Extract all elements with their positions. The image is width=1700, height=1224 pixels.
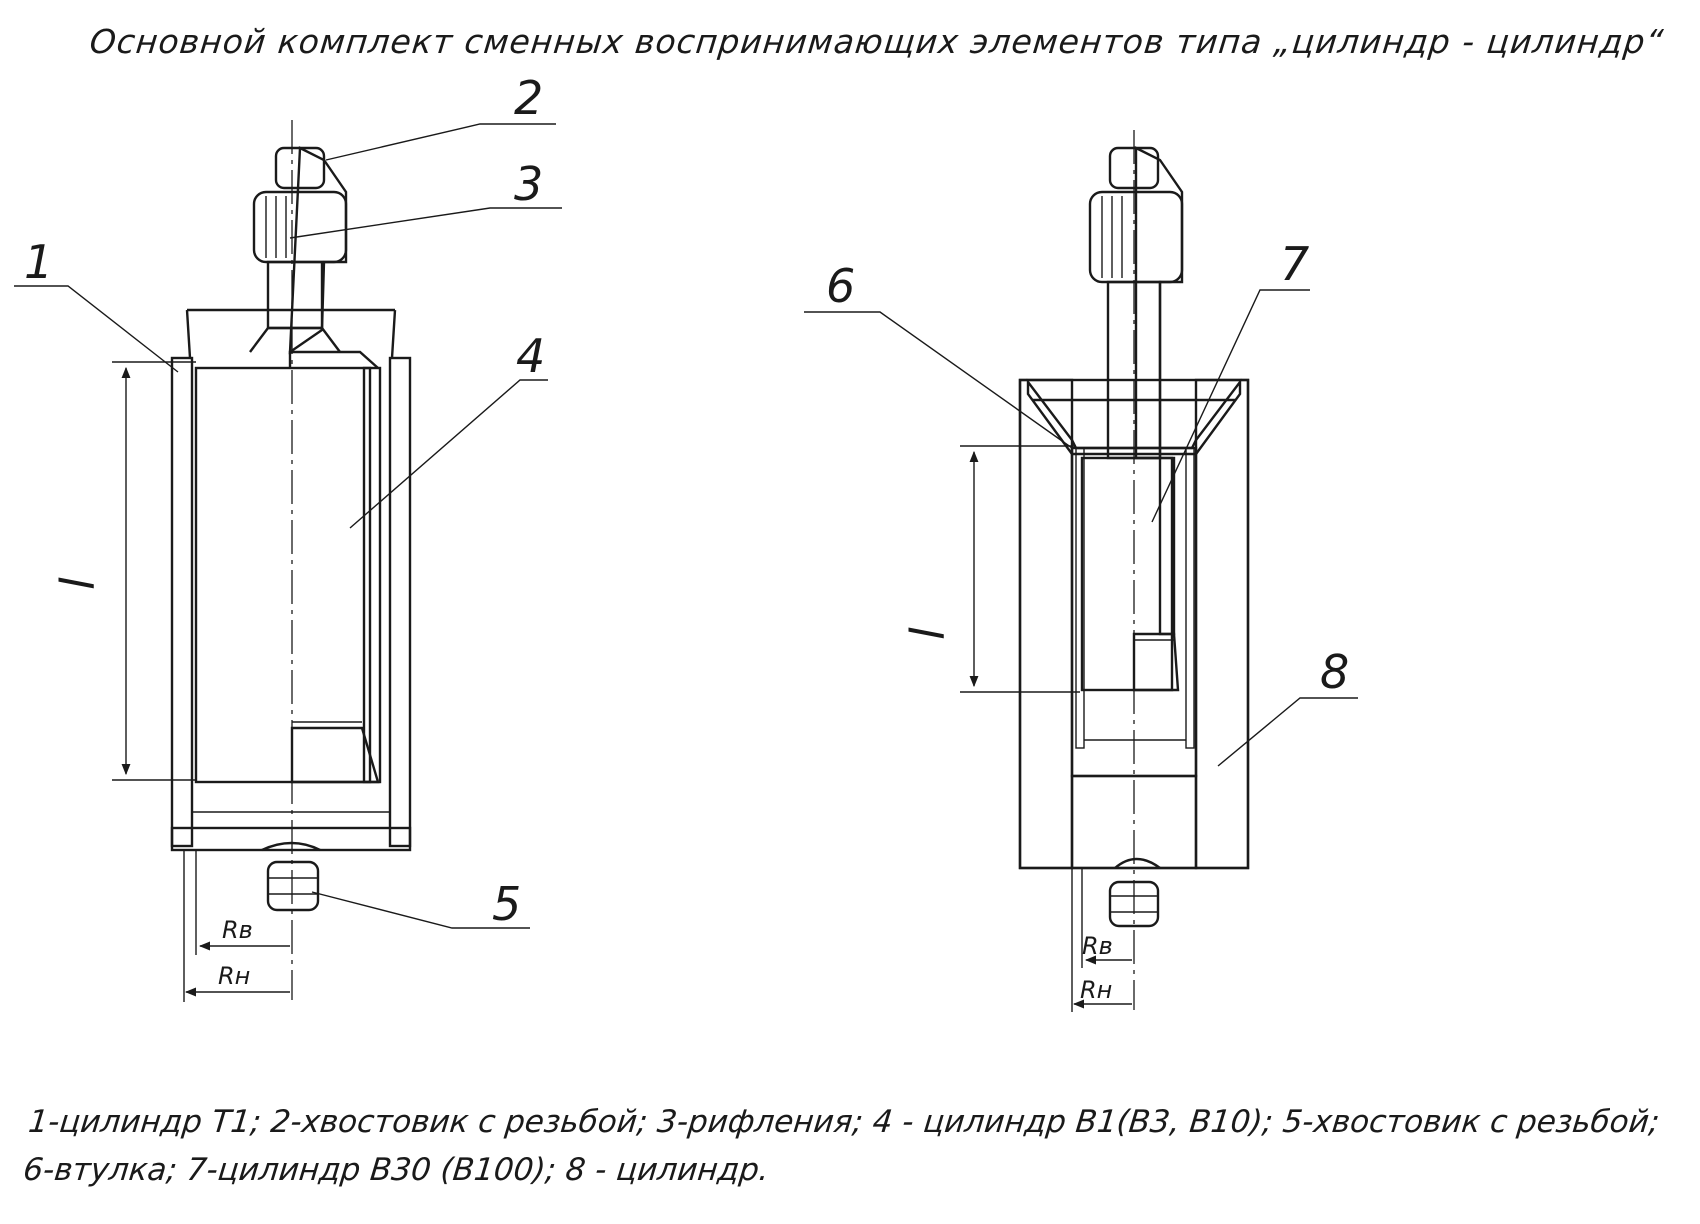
- right-assembly: [960, 130, 1250, 1012]
- dim-rv-left: Rв: [222, 916, 253, 944]
- callout-8: 8: [1320, 645, 1349, 699]
- shank-with-thread-bottom: [261, 841, 321, 912]
- length-dimension-right: [960, 445, 1080, 693]
- callout-1: 1: [24, 235, 53, 289]
- leader-lines: [14, 123, 1358, 929]
- dim-l-right: l: [901, 627, 955, 640]
- outer-cylinder-t1: [170, 308, 412, 852]
- dim-rn-left: Rн: [218, 962, 250, 990]
- shank-top-right: [1088, 146, 1184, 460]
- legend-caption: 1-цилиндр Т1; 2-хвостовик с резьбой; 3-р…: [21, 1098, 1671, 1194]
- inner-cylinder-b1: [194, 350, 382, 784]
- callout-2: 2: [514, 71, 543, 125]
- radius-dimensions-left: [183, 850, 290, 1002]
- callout-6: 6: [826, 259, 855, 313]
- length-dimension-left: [112, 361, 196, 781]
- shank-with-thread-top: [249, 146, 348, 355]
- callout-7: 7: [1280, 237, 1309, 291]
- radius-dimensions-right: [1071, 868, 1132, 1012]
- caption-line-2: 6-втулка; 7-цилиндр В30 (В100); 8 - цили…: [21, 1152, 771, 1188]
- dim-rn-right: Rн: [1080, 976, 1112, 1004]
- callout-4: 4: [516, 329, 545, 383]
- left-assembly: [112, 120, 412, 1002]
- dim-rv-right: Rв: [1082, 932, 1113, 960]
- callout-3: 3: [514, 157, 543, 211]
- dim-l-left: l: [51, 577, 105, 590]
- caption-line-1: 1-цилиндр Т1; 2-хвостовик с резьбой; 3-р…: [26, 1104, 1662, 1140]
- callout-5: 5: [492, 877, 521, 931]
